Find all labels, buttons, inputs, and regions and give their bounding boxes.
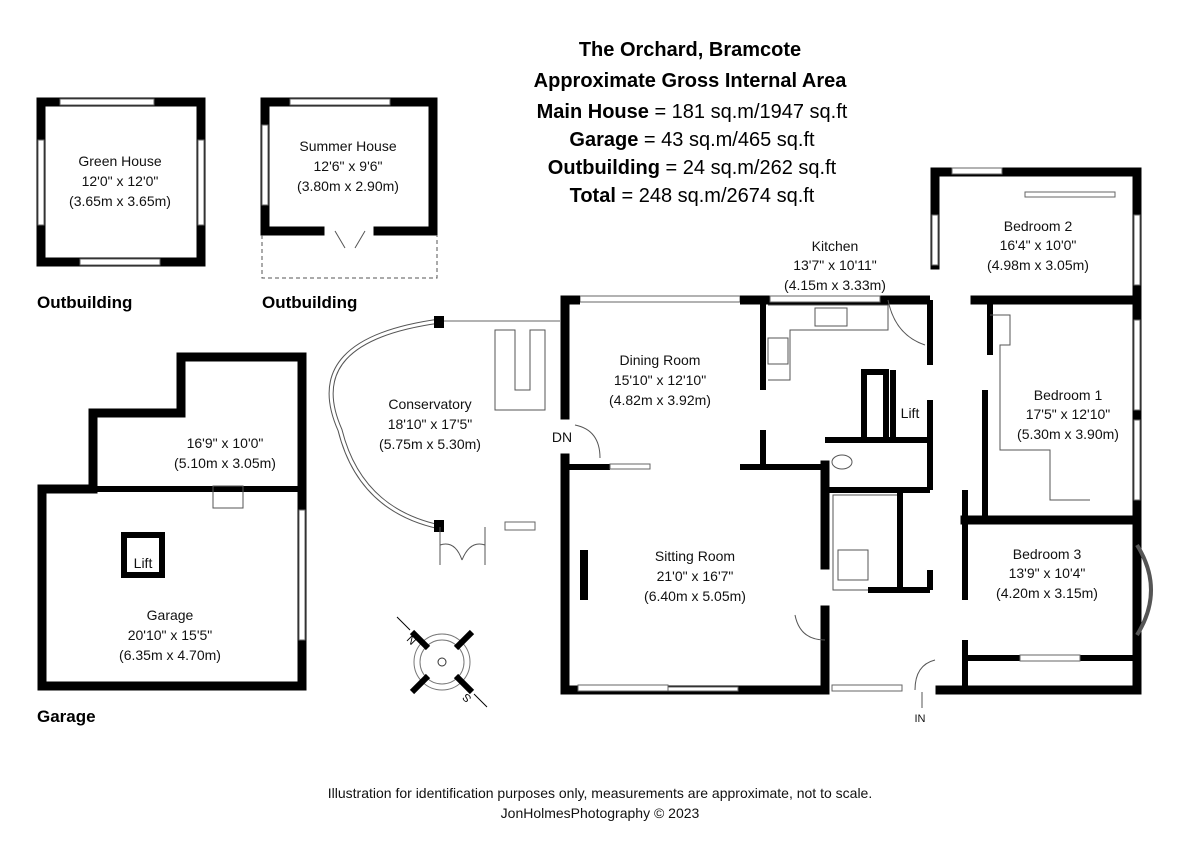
area-summary: The Orchard, Bramcote Approximate Gross …: [534, 39, 848, 207]
svg-text:Kitchen: Kitchen: [812, 238, 859, 254]
svg-text:(4.20m x 3.15m): (4.20m x 3.15m): [996, 585, 1098, 601]
svg-text:(3.65m x 3.65m): (3.65m x 3.65m): [69, 193, 171, 209]
svg-text:15'10" x 12'10": 15'10" x 12'10": [614, 372, 706, 388]
section-label-outbuilding-2: Outbuilding: [262, 293, 357, 312]
svg-text:18'10" x 17'5": 18'10" x 17'5": [388, 416, 473, 432]
svg-text:Dining Room: Dining Room: [620, 352, 701, 368]
area-outbuilding: Outbuilding = 24 sq.m/262 sq.ft: [548, 157, 837, 179]
plan-title: The Orchard, Bramcote: [579, 39, 801, 61]
svg-text:(5.75m x 5.30m): (5.75m x 5.30m): [379, 436, 481, 452]
svg-text:(5.30m x 3.90m): (5.30m x 3.90m): [1017, 426, 1119, 442]
entrance-label: IN: [915, 713, 926, 725]
svg-text:21'0" x 16'7": 21'0" x 16'7": [657, 568, 734, 584]
svg-text:13'7" x 10'11": 13'7" x 10'11": [793, 257, 877, 273]
compass-icon: N S: [396, 616, 488, 708]
svg-text:Garage: Garage: [147, 607, 194, 623]
svg-text:Summer House: Summer House: [299, 138, 396, 154]
section-label-garage: Garage: [37, 707, 96, 726]
svg-text:(5.10m x 3.05m): (5.10m x 3.05m): [174, 455, 276, 471]
area-total: Total = 248 sq.m/2674 sq.ft: [570, 185, 815, 207]
svg-text:(4.15m x 3.33m): (4.15m x 3.33m): [784, 277, 886, 293]
svg-text:Green House: Green House: [78, 153, 161, 169]
area-main-house: Main House = 181 sq.m/1947 sq.ft: [537, 101, 848, 123]
svg-text:(4.82m x 3.92m): (4.82m x 3.92m): [609, 392, 711, 408]
credit: JonHolmesPhotography © 2023: [501, 805, 700, 821]
svg-text:Bedroom 1: Bedroom 1: [1034, 387, 1103, 403]
svg-text:(6.35m x 4.70m): (6.35m x 4.70m): [119, 647, 221, 663]
compass-south: S: [460, 691, 474, 705]
svg-text:13'9" x 10'4": 13'9" x 10'4": [1009, 565, 1086, 581]
svg-text:(4.98m x 3.05m): (4.98m x 3.05m): [987, 257, 1089, 273]
summer-house: Summer House 12'6" x 9'6" (3.80m x 2.90m…: [260, 97, 438, 279]
svg-text:Bedroom 2: Bedroom 2: [1004, 218, 1073, 234]
svg-text:17'5" x 12'10": 17'5" x 12'10": [1026, 406, 1111, 422]
svg-text:(3.80m x 2.90m): (3.80m x 2.90m): [297, 178, 399, 194]
stairs-down-label: DN: [552, 429, 572, 445]
main-house: Conservatory 18'10" x 17'5" (5.75m x 5.3…: [328, 167, 1153, 725]
svg-text:12'6" x 9'6": 12'6" x 9'6": [314, 158, 383, 174]
svg-text:16'4" x 10'0": 16'4" x 10'0": [1000, 237, 1077, 253]
garage-lift-label: Lift: [134, 555, 153, 571]
green-house: Green House 12'0" x 12'0" (3.65m x 3.65m…: [36, 97, 206, 267]
disclaimer: Illustration for identification purposes…: [328, 785, 872, 801]
plan-subtitle: Approximate Gross Internal Area: [534, 70, 848, 92]
section-label-outbuilding: Outbuilding: [37, 293, 132, 312]
svg-text:Conservatory: Conservatory: [388, 396, 471, 412]
svg-text:Bedroom 3: Bedroom 3: [1013, 546, 1082, 562]
svg-text:12'0" x 12'0": 12'0" x 12'0": [82, 173, 159, 189]
garage: Lift 16'9" x 10'0" (5.10m x 3.05m) Garag…: [37, 352, 307, 691]
svg-text:Sitting Room: Sitting Room: [655, 548, 735, 564]
svg-text:(6.40m x 5.05m): (6.40m x 5.05m): [644, 588, 746, 604]
svg-text:20'10" x 15'5": 20'10" x 15'5": [128, 627, 213, 643]
svg-text:16'9" x 10'0": 16'9" x 10'0": [187, 435, 264, 451]
area-garage: Garage = 43 sq.m/465 sq.ft: [569, 129, 815, 151]
lift-label: Lift: [901, 405, 920, 421]
